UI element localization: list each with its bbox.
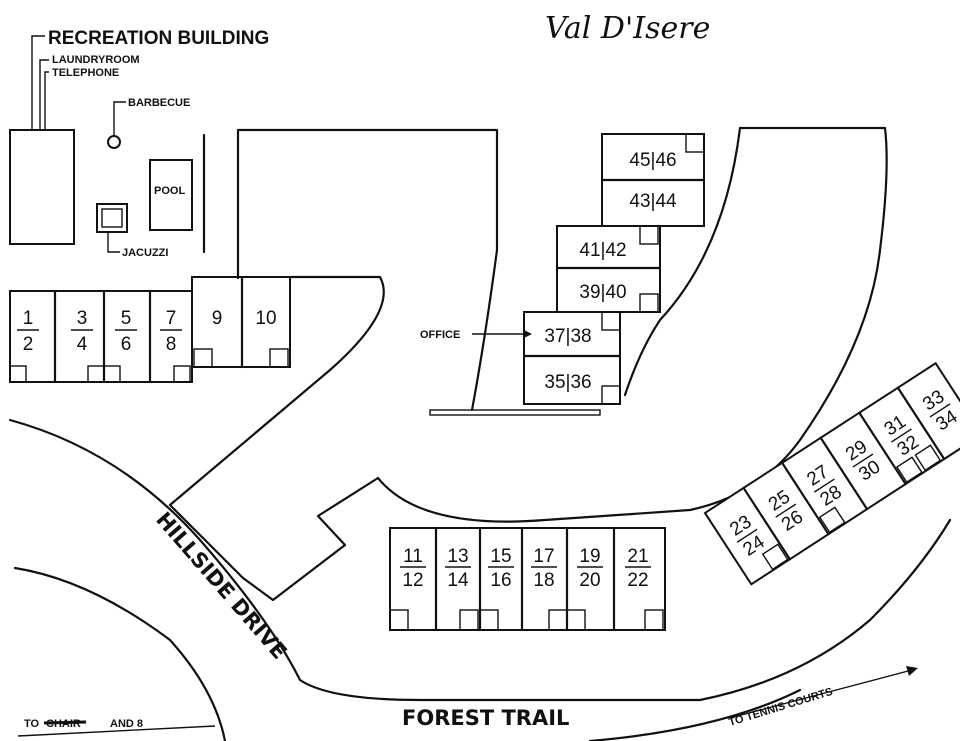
- chair-direction-line: [17, 725, 216, 737]
- tennis-courts-label: TO TENNIS COURTS: [727, 686, 834, 729]
- pool: [149, 159, 193, 231]
- svg-text:18: 18: [533, 570, 554, 591]
- building-units-23-34: 23 24 25 26 27 28 29 30 31 32 33 34: [703, 361, 960, 586]
- unit-1-2: 1 2: [17, 308, 39, 355]
- tennis-courts-arrow: [729, 669, 913, 719]
- unit-19-20: 19 20: [577, 546, 603, 591]
- svg-text:11: 11: [403, 546, 423, 567]
- unit-41-42: 41|42: [579, 240, 626, 261]
- unit-45-46: 45|46: [629, 150, 676, 171]
- svg-text:3: 3: [77, 308, 88, 329]
- svg-text:6: 6: [121, 334, 132, 355]
- svg-text:13: 13: [447, 546, 468, 567]
- unit-13-14: 13 14: [445, 546, 471, 591]
- unit-35-36: 35|36: [544, 372, 591, 393]
- recreation-building-label: RECREATION BUILDING: [48, 28, 269, 49]
- svg-text:19: 19: [579, 546, 600, 567]
- unit-7-8: 7 8: [160, 308, 182, 355]
- barbecue-icon: [107, 135, 121, 149]
- map-title: Val D'Isere: [545, 11, 710, 46]
- svg-text:15: 15: [490, 546, 511, 567]
- laundry-room-label: LAUNDRYROOM: [52, 54, 140, 66]
- barbecue-label: BARBECUE: [128, 97, 190, 109]
- unit-37-38: 37|38: [544, 326, 591, 347]
- telephone-leader: [44, 71, 49, 140]
- unit-9: 9: [212, 308, 223, 329]
- laundry-leader: [39, 59, 49, 140]
- jacuzzi-inner: [101, 208, 123, 228]
- unit-17-18: 17 18: [531, 546, 557, 591]
- road-edge-lower: [13, 566, 227, 741]
- barbecue-leader: [113, 101, 126, 135]
- recreation-building-leader: [31, 35, 45, 175]
- building-units-35-46: [522, 133, 706, 405]
- unit-11-12: 11 12: [400, 546, 426, 591]
- unit-15-16: 15 16: [488, 546, 514, 591]
- svg-text:16: 16: [490, 570, 511, 591]
- svg-text:12: 12: [402, 570, 423, 591]
- pool-label: POOL: [154, 185, 185, 197]
- svg-text:4: 4: [77, 334, 88, 355]
- tennis-courts-arrow-head: [906, 666, 918, 676]
- svg-text:14: 14: [447, 570, 469, 591]
- unit-43-44: 43|44: [629, 191, 677, 212]
- chair-label-prefix: TO: [24, 718, 40, 730]
- road-edge-lower-right: [588, 688, 802, 741]
- unit-5-6: 5 6: [115, 308, 137, 355]
- building-units-11-22: [389, 526, 666, 632]
- forest-trail-label: FOREST TRAIL: [402, 706, 569, 730]
- unit-3-4: 3 4: [71, 308, 93, 355]
- unit-21-22: 21 22: [625, 546, 651, 591]
- central-parking-outline: [168, 128, 499, 507]
- svg-text:1: 1: [23, 308, 34, 329]
- chair-label-suffix: AND 8: [110, 718, 143, 730]
- hillside-drive-label: HILLSIDE DRIVE: [151, 508, 291, 664]
- jacuzzi-label: JACUZZI: [122, 247, 168, 259]
- telephone-label: TELEPHONE: [52, 67, 119, 79]
- svg-text:8: 8: [166, 334, 177, 355]
- unit-39-40: 39|40: [579, 282, 626, 303]
- road-edge-upper: [8, 418, 952, 702]
- svg-text:20: 20: [579, 570, 600, 591]
- svg-text:7: 7: [166, 308, 177, 329]
- svg-text:2: 2: [23, 334, 34, 355]
- svg-text:21: 21: [627, 546, 648, 567]
- office-walkway: [429, 409, 601, 416]
- unit-10: 10: [255, 308, 276, 329]
- svg-text:5: 5: [121, 308, 132, 329]
- svg-text:22: 22: [627, 570, 648, 591]
- svg-text:17: 17: [533, 546, 554, 567]
- recreation-building: [9, 129, 75, 245]
- building-units-1-10: [9, 275, 291, 384]
- chair-direction: TO CHAIR AND 8: [17, 718, 216, 737]
- chair-strikeout: [43, 720, 87, 725]
- parking-lower-edge: [168, 126, 888, 602]
- office-label: OFFICE: [420, 329, 460, 341]
- jacuzzi-leader: [107, 232, 120, 253]
- office-arrow-head: [524, 330, 532, 338]
